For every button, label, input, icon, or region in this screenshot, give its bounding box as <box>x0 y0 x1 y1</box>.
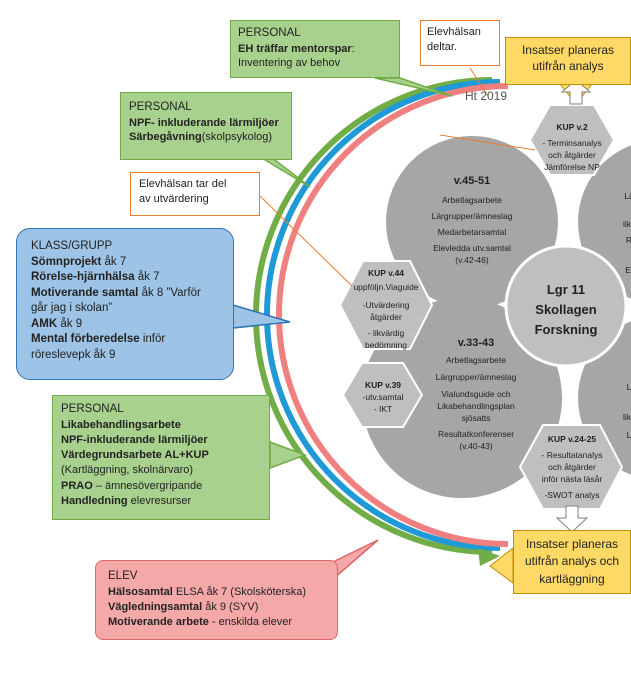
circle-v33-43-line: Lärgrupper/ämneslag <box>436 372 517 382</box>
circle-v45-51-line: Lärgrupper/ämneslag <box>432 211 513 221</box>
center-lgr11: Lgr 11 <box>547 282 585 297</box>
kup-v44-line: åtgärder <box>370 312 402 322</box>
klass-grupp-callout: KLASS/GRUPP Sömnprojekt åk 7 Rörelse-hjä… <box>16 228 234 380</box>
circle-v33-43-line: (v.40-43) <box>459 441 493 451</box>
klass-item: Mental förberedelse inför <box>31 333 166 346</box>
center-forskning: Forskning <box>535 322 598 337</box>
pointer-elevhalsan-utv-2 <box>439 134 536 151</box>
klass-item: Sömnprojekt åk 7 <box>31 255 127 268</box>
klass-item: röreslevерk åk 9 <box>31 348 116 361</box>
kup-v44-line: uppföljn.Viaguide <box>353 282 418 292</box>
arc-red <box>276 83 509 547</box>
pointer-elevhalsan-deltar <box>469 67 489 97</box>
circle-v33-43-line: Likabehandlingsplan <box>437 401 515 411</box>
kup-v24-line: -SWOT analys <box>544 490 599 500</box>
circle-v45-51 <box>386 136 558 308</box>
circle-v33-43-line: sjösatts <box>462 413 491 423</box>
klass-item: går jag i skolan” <box>31 302 113 315</box>
down-arrow-icon <box>555 505 589 533</box>
personal-top-line2: Inventering av behov <box>238 57 341 70</box>
insatser-bottom-callout: Insatser planeras utifrån analys och kar… <box>513 530 631 594</box>
kup-v24-title: KUP v.24-25 <box>548 434 597 444</box>
circle-v33-43-title: v.33-43 <box>458 337 495 349</box>
kup-v24-line: - Resultatanalys <box>542 450 603 460</box>
arc-arrowhead <box>478 548 500 566</box>
circle-v33-43-line: Vialundsguide och <box>441 389 511 399</box>
circle-v45-51-title: v.45-51 <box>454 175 491 187</box>
personal-top-callout: PERSONAL EH träffar mentorspar: Inventer… <box>230 20 400 78</box>
circle-v45-51-line: Elevledda utv.samtal <box>433 243 511 253</box>
circle-right-top-line: El <box>625 265 631 275</box>
circle-v45-51-line: (v.42-46) <box>455 255 489 265</box>
kup-v2-line: och åtgärder <box>548 150 596 160</box>
circle-right-bottom-line: L <box>627 430 631 440</box>
klass-item: AMK åk 9 <box>31 317 83 330</box>
circle-v33-43-line: Resultatkonferenser <box>438 429 514 439</box>
kup-v39-line: -utv.samtal <box>363 392 404 402</box>
pointer-personal-bottom <box>269 440 308 470</box>
circle-right-top-line: R <box>626 235 631 245</box>
up-arrow-icon <box>560 79 592 105</box>
circle-right-bottom-line: lik <box>623 412 631 422</box>
circle-center <box>504 244 628 368</box>
kup-v2-line: - Terminsanalys <box>542 138 601 148</box>
circle-v33-43-line: Arbetlagsarbete <box>446 355 506 365</box>
elev-callout: ELEV Hälsosamtal ELSA åk 7 (Skolskötersk… <box>95 560 338 640</box>
circle-right-bottom-line: L <box>627 382 631 392</box>
insatser-top-callout: Insatser planeras utifrån analys <box>505 37 631 85</box>
circle-right-top-line: Lä <box>624 191 631 201</box>
hex-kup-v2 <box>528 104 616 176</box>
kup-v2-title: KUP v.2 <box>556 122 588 132</box>
elevhalsan-deltar-note: Elevhälsan deltar. <box>420 20 500 66</box>
kup-v44-title: KUP v.44 <box>368 268 404 278</box>
klass-item: Motiverande samtal åk 8 ”Varför <box>31 286 201 299</box>
ht-2019-label: Ht 2019 <box>465 89 507 103</box>
personal-top-line1: EH träffar mentorspar: <box>238 42 355 55</box>
circle-v45-51-line: Medarbetarsamtal <box>438 227 507 237</box>
circle-v45-51-line: Arbetlagsarbete <box>442 195 502 205</box>
circle-v33-43 <box>362 298 562 498</box>
kup-v2-line: Jämförelse NP <box>544 162 600 172</box>
kup-v44-line: - likvärdig <box>368 328 405 338</box>
pointer-elevhalsan-utv <box>259 195 353 287</box>
kup-v39-title: KUP v.39 <box>365 380 401 390</box>
circle-right-top-line: lik <box>623 219 631 229</box>
hex-kup-v39 <box>341 362 424 428</box>
personal-npf-callout: PERSONAL NPF- inkluderande lärmiljöer Sä… <box>120 92 292 160</box>
insatser-bottom-pointer <box>489 546 514 584</box>
klass-item: Rörelse-hjärnhälsa åk 7 <box>31 271 160 284</box>
kup-v24-line: inför nästa läsår <box>542 474 603 484</box>
kup-v24-line: och åtgärder <box>548 462 596 472</box>
hex-kup-v24 <box>518 424 624 510</box>
elevhalsan-utv-note: Elevhälsan tar del av utvärdering <box>130 172 260 216</box>
center-skollagen: Skollagen <box>535 302 596 317</box>
personal-top-title: PERSONAL <box>238 27 301 39</box>
personal-bottom-callout: PERSONAL Likabehandlingsarbete NPF-inklu… <box>52 395 270 520</box>
hex-kup-v44 <box>338 260 434 350</box>
kup-v44-line: bedömning <box>365 340 407 350</box>
kup-v39-line: - IKT <box>374 404 392 414</box>
kup-v44-line: -Utvärdering <box>363 300 410 310</box>
pointer-personal-top <box>374 77 453 97</box>
